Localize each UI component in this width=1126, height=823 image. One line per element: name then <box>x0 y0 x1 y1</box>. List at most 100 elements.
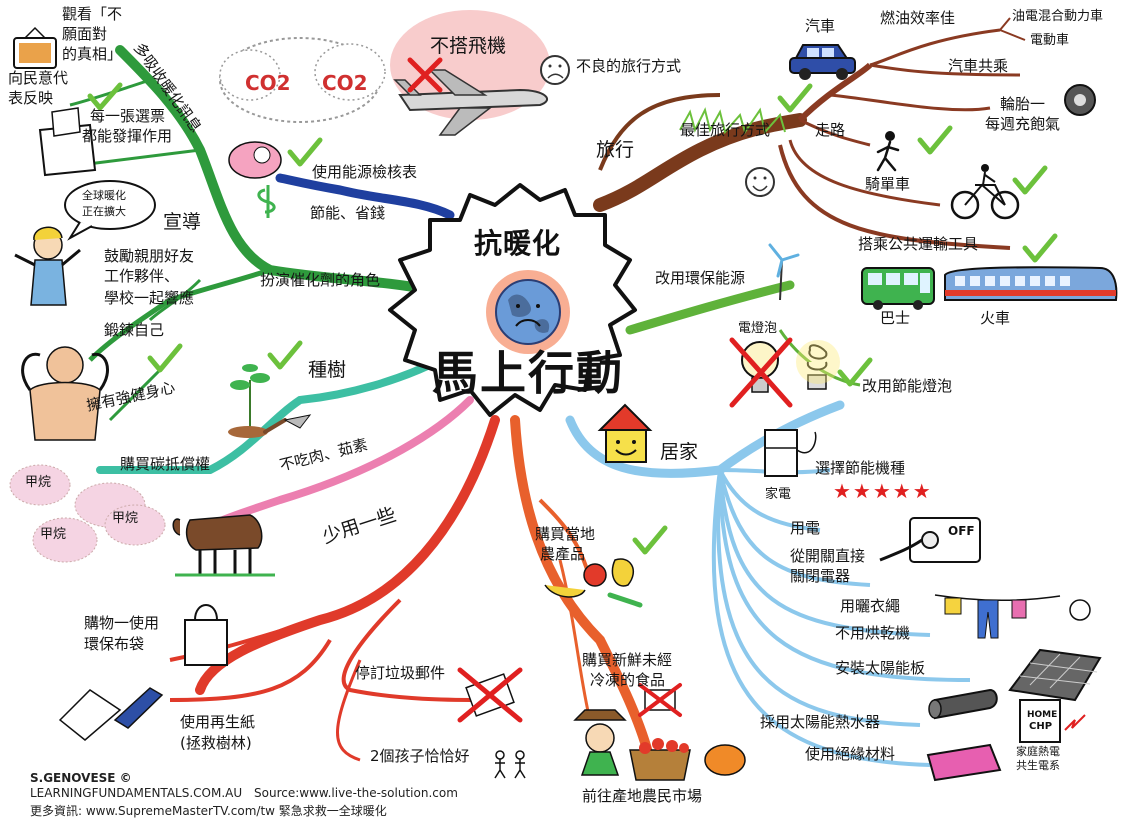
hybrid-label: 油電混合動力車 <box>1012 9 1104 24</box>
fruit-vegetables-icon <box>544 558 643 608</box>
energy-check-branch <box>275 173 455 220</box>
insulation-label: 使用絕緣材料 <box>805 745 896 763</box>
check-icon <box>837 357 873 387</box>
piggy-bank-icon <box>228 141 282 179</box>
check-icon <box>147 343 183 373</box>
bicycle-icon <box>950 164 1020 220</box>
shopping-bag-icon <box>184 604 228 666</box>
paper-icon <box>58 689 122 741</box>
sad-face-icon <box>540 55 570 85</box>
walking-person-icon <box>876 131 900 172</box>
electric-car-label: 電動車 <box>1030 33 1070 48</box>
encourage-label-2: 工作夥伴、 <box>104 267 180 285</box>
earth-icon <box>486 270 570 354</box>
two-kids-label: 2個孩子恰恰好 <box>370 747 470 765</box>
chp-box-line-1: HOME <box>1027 710 1057 720</box>
house-icon <box>597 403 653 463</box>
insulation-material-icon <box>926 743 1002 782</box>
solar-panel-icon <box>1008 648 1102 702</box>
center-title: 抗暖化 <box>474 227 562 260</box>
co2-label-2: CO2 <box>322 71 368 95</box>
more-info-credit: 更多資訊: www.SupremeMasterTV.com/tw 緊急求救一全球… <box>30 804 387 818</box>
local-produce-label-1: 購買當地 <box>535 525 596 543</box>
center-subtitle: 馬上行動 <box>432 346 624 400</box>
frozen-food-crossed-icon <box>638 683 682 717</box>
meat-branch <box>196 396 474 534</box>
movie-label-2: 願面對 <box>62 25 108 43</box>
catalyst-label: 扮演催化劑的角色 <box>260 271 381 289</box>
tomato-basket-icon <box>629 738 691 781</box>
advocacy-branch <box>115 45 435 295</box>
strongman-icon <box>21 346 109 441</box>
airplane-icon <box>390 10 550 136</box>
check-icon <box>1022 233 1058 263</box>
bus-icon <box>861 267 935 310</box>
chp-label-1: 家庭熱電 <box>1016 745 1060 758</box>
speech-bubble-text-2: 正在擴大 <box>82 205 126 218</box>
carbon-offset-label: 購買碳抵償權 <box>120 455 211 473</box>
speech-bubble-text-1: 全球暖化 <box>82 189 126 202</box>
public-transit-label: 搭乘公共運輸工具 <box>858 235 979 253</box>
travel-bad-branch <box>598 93 721 171</box>
happy-face-icon <box>745 167 775 197</box>
chp-box-icon <box>1019 699 1086 743</box>
methane-clouds-icon <box>9 464 166 563</box>
solar-water-label: 採用太陽能熱水器 <box>760 713 881 731</box>
representative-label-1: 向民意代 <box>8 69 69 87</box>
advocacy-label: 宣導 <box>163 211 202 233</box>
cfl-bulb-icon <box>796 340 840 390</box>
solar-water-heater-icon <box>928 688 998 720</box>
grass-decoration <box>679 107 786 135</box>
farmers-market-label: 前往產地農民市場 <box>582 787 703 805</box>
tyre-icon <box>1064 84 1096 116</box>
best-travel-label: 最佳旅行方式 <box>680 121 771 139</box>
encourage-label-1: 鼓勵親朋好友 <box>104 247 195 265</box>
check-icon <box>1012 165 1048 195</box>
bike-label: 騎單車 <box>865 175 911 193</box>
power-outlet-icon <box>879 517 981 563</box>
co2-label-1: CO2 <box>245 71 291 95</box>
notebook-icon <box>113 687 164 729</box>
bus-label: 巴士 <box>880 309 911 327</box>
bad-travel-label: 不良的旅行方式 <box>576 57 682 75</box>
fuel-efficiency-label: 燃油效率佳 <box>880 9 956 27</box>
author-credit: S.GENOVESE © <box>30 771 132 785</box>
trowel-icon <box>263 414 312 434</box>
reduce-branch <box>195 415 500 695</box>
bulb-icon <box>729 337 793 408</box>
site-credit: LEARNINGFUNDAMENTALS.COM.AU <box>30 786 243 800</box>
check-icon <box>777 83 813 113</box>
home-label: 居家 <box>660 441 699 463</box>
no-cross-icon <box>407 57 443 93</box>
check-marks <box>87 82 1058 555</box>
recycled-paper-label-1: 使用再生紙 <box>180 713 256 731</box>
train-icon <box>944 266 1118 301</box>
methane-label-2: 甲烷 <box>112 511 139 526</box>
appliance-label: 家電 <box>765 487 792 502</box>
exercise-label: 鍛鍊自己 <box>104 321 165 339</box>
check-icon <box>632 525 668 555</box>
tyre-label-1: 輪胎一 <box>1000 95 1046 113</box>
eco-bag-label-1: 購物一使用 <box>84 614 160 632</box>
wind-turbine-icon <box>768 243 800 301</box>
off-switch-label: OFF <box>948 524 975 538</box>
renewable-energy-label: 改用環保能源 <box>655 269 746 287</box>
woman-advocate-icon <box>14 226 81 306</box>
clothesline-label: 用曬衣繩 <box>840 597 901 615</box>
trees-label: 種樹 <box>308 359 347 381</box>
clothesline-icon <box>934 594 1091 639</box>
carpool-label: 汽車共乘 <box>948 57 1009 75</box>
energy-checklist-label: 使用能源檢核表 <box>312 163 418 181</box>
two-children-icon <box>494 750 526 779</box>
source-credit: Source:www.live-the-solution.com <box>254 786 458 800</box>
dollar-icon <box>257 185 276 218</box>
local-produce-label-2: 農產品 <box>540 545 586 563</box>
energy-stars: ★★★★★ <box>833 479 933 503</box>
movie-label-1: 觀看「不 <box>62 5 123 23</box>
efficient-appliance-label: 選擇節能機種 <box>815 459 906 477</box>
switch-off-label-2: 關閉電器 <box>790 567 851 585</box>
check-icon <box>917 125 953 155</box>
train-label: 火車 <box>980 309 1011 327</box>
